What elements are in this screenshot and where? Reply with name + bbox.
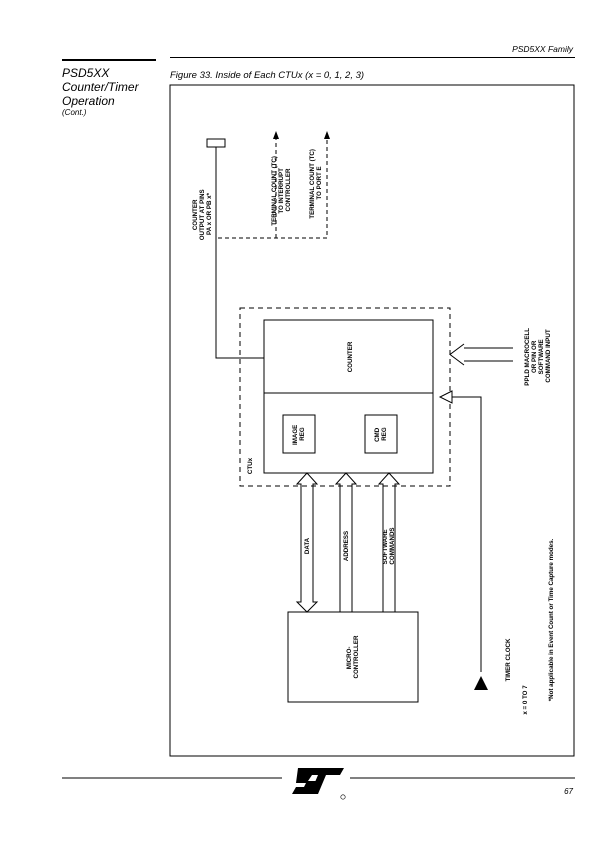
section-title-line-3: Operation: [62, 94, 115, 108]
tc-port-line: [218, 135, 328, 239]
counter-output-label: COUNTER OUTPUT AT PINS PA x OR PB x*: [192, 188, 213, 241]
st-logo-icon: [292, 768, 346, 800]
output-pin-box: [206, 138, 226, 148]
section-title: PSD5XX Counter/Timer Operation (Cont.): [62, 66, 162, 118]
running-header: PSD5XX Family: [512, 44, 573, 54]
header-rule: [170, 57, 575, 58]
counter-label: COUNTER: [347, 341, 354, 372]
ctux-boundary: [239, 307, 451, 487]
figure-frame: [169, 84, 575, 757]
microcontroller-label: MICRO- CONTROLLER: [346, 635, 360, 678]
image-reg-box: [282, 414, 316, 454]
address-label: ADDRESS: [343, 531, 350, 561]
timer-clock-input-arrow: [438, 390, 453, 404]
tc-interrupt-arrow: [273, 131, 279, 139]
tc-interrupt-label: TERMINAL COUNT (TC) TO INTERRUPT CONTROL…: [271, 154, 292, 225]
page-number: 67: [564, 787, 573, 796]
tc-port-arrow: [324, 131, 330, 139]
timer-clock-source-arrow: [474, 676, 488, 690]
section-title-line-1: PSD5XX: [62, 66, 110, 80]
section-cont: (Cont.): [62, 108, 87, 117]
pld-input-arrow: [449, 343, 465, 366]
ctux-label: CTUx: [247, 457, 254, 474]
counter-output-line: [215, 147, 264, 359]
microcontroller-block: [287, 611, 419, 703]
counter-block: [263, 319, 434, 474]
section-title-line-2: Counter/Timer: [62, 80, 139, 94]
section-rule: [62, 59, 156, 61]
timer-clock-line: [452, 396, 482, 672]
timer-clock-label: TIMER CLOCK: [505, 638, 512, 681]
x-range-label: x = 0 TO 7: [522, 685, 529, 715]
data-label: DATA: [304, 537, 311, 554]
footnote-label: *Not applicable in Event Count or Time C…: [548, 538, 555, 701]
tc-port-label: TERMINAL COUNT (TC) TO PORT E: [309, 147, 323, 218]
pld-input-label: PPLD MACROCELL OR PIN OR SOFTWARE COMMAN…: [524, 326, 552, 385]
image-reg-label: IMAGE REG: [292, 423, 306, 445]
cmd-reg-box: [364, 414, 398, 454]
figure-title: Figure 33. Inside of Each CTUx (x = 0, 1…: [170, 70, 365, 81]
cmd-reg-label: CMD REG: [374, 426, 388, 442]
software-commands-label: SOFTWARE COMMANDS: [382, 527, 396, 564]
